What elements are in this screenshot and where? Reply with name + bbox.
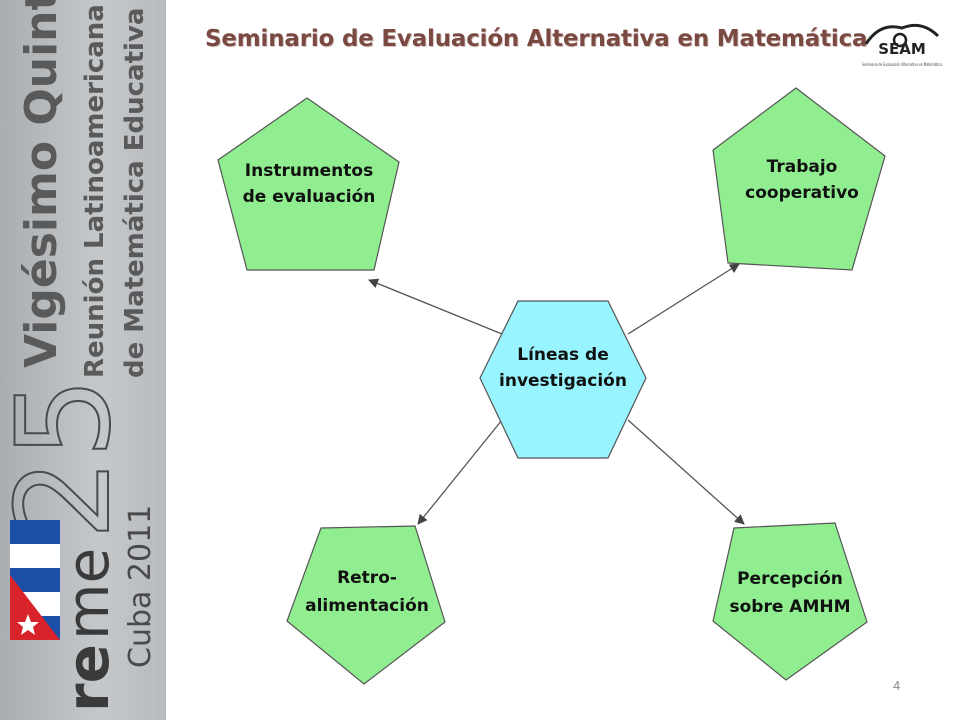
slide-title: Seminario de Evaluación Alternativa en M… (205, 26, 868, 52)
trabajo-label-line2: cooperativo (745, 183, 859, 203)
seam-logo-text: SEAM (878, 40, 926, 58)
arrow-to-instrumentos (368, 278, 503, 335)
retro-label-line2: alimentación (305, 596, 429, 616)
percepcion-label-line2: sobre AMHM (729, 597, 850, 617)
sidebar-brand-me: me (54, 548, 122, 640)
node-trabajo-cooperativo: Trabajo cooperativo (712, 87, 886, 271)
node-instrumentos-evaluacion: Instrumentos de evaluación (217, 97, 400, 271)
instrumentos-label-line1: Instrumentos (245, 161, 373, 181)
arrow-to-percepcion (627, 419, 745, 525)
sidebar-title-line1: Vigésimo Quinta (16, 0, 67, 368)
research-lines-diagram: Líneas de investigación Instrumentos de … (217, 87, 886, 685)
seam-logo-icon (864, 23, 940, 48)
retro-label-line1: Retro- (337, 568, 397, 588)
arrow-to-retro (417, 419, 503, 525)
sidebar-location: Cuba 2011 (123, 505, 158, 668)
center-label-line1: Líneas de (517, 345, 609, 365)
percepcion-label-line1: Percepción (737, 569, 843, 589)
conference-sidebar: Vigésimo Quinta Reunión Latinoamericana … (0, 0, 166, 720)
sidebar-number: 25 (0, 377, 139, 540)
node-percepcion-amhm: Percepción sobre AMHM (712, 522, 868, 681)
page-number: 4 (893, 678, 901, 693)
cuba-flag-icon (10, 520, 60, 640)
node-lineas-investigacion: Líneas de investigación (479, 300, 647, 459)
sidebar-brand-re: re (54, 644, 122, 712)
arrow-to-trabajo (627, 263, 740, 335)
trabajo-label-line1: Trabajo (767, 157, 838, 177)
sidebar-graphic: Vigésimo Quinta Reunión Latinoamericana … (0, 0, 158, 712)
seam-logo-caption: Seminario de Evaluación Alternativa en M… (862, 62, 942, 67)
seam-logo: SEAM Seminario de Evaluación Alternativa… (862, 23, 942, 67)
node-retroalimentacion: Retro- alimentación (286, 525, 446, 685)
sidebar-title-line3: de Matemática Educativa (120, 8, 150, 378)
center-label-line2: investigación (499, 371, 627, 391)
sidebar-title-line2: Reunión Latinoamericana (80, 4, 110, 378)
instrumentos-label-line2: de evaluación (243, 187, 376, 207)
